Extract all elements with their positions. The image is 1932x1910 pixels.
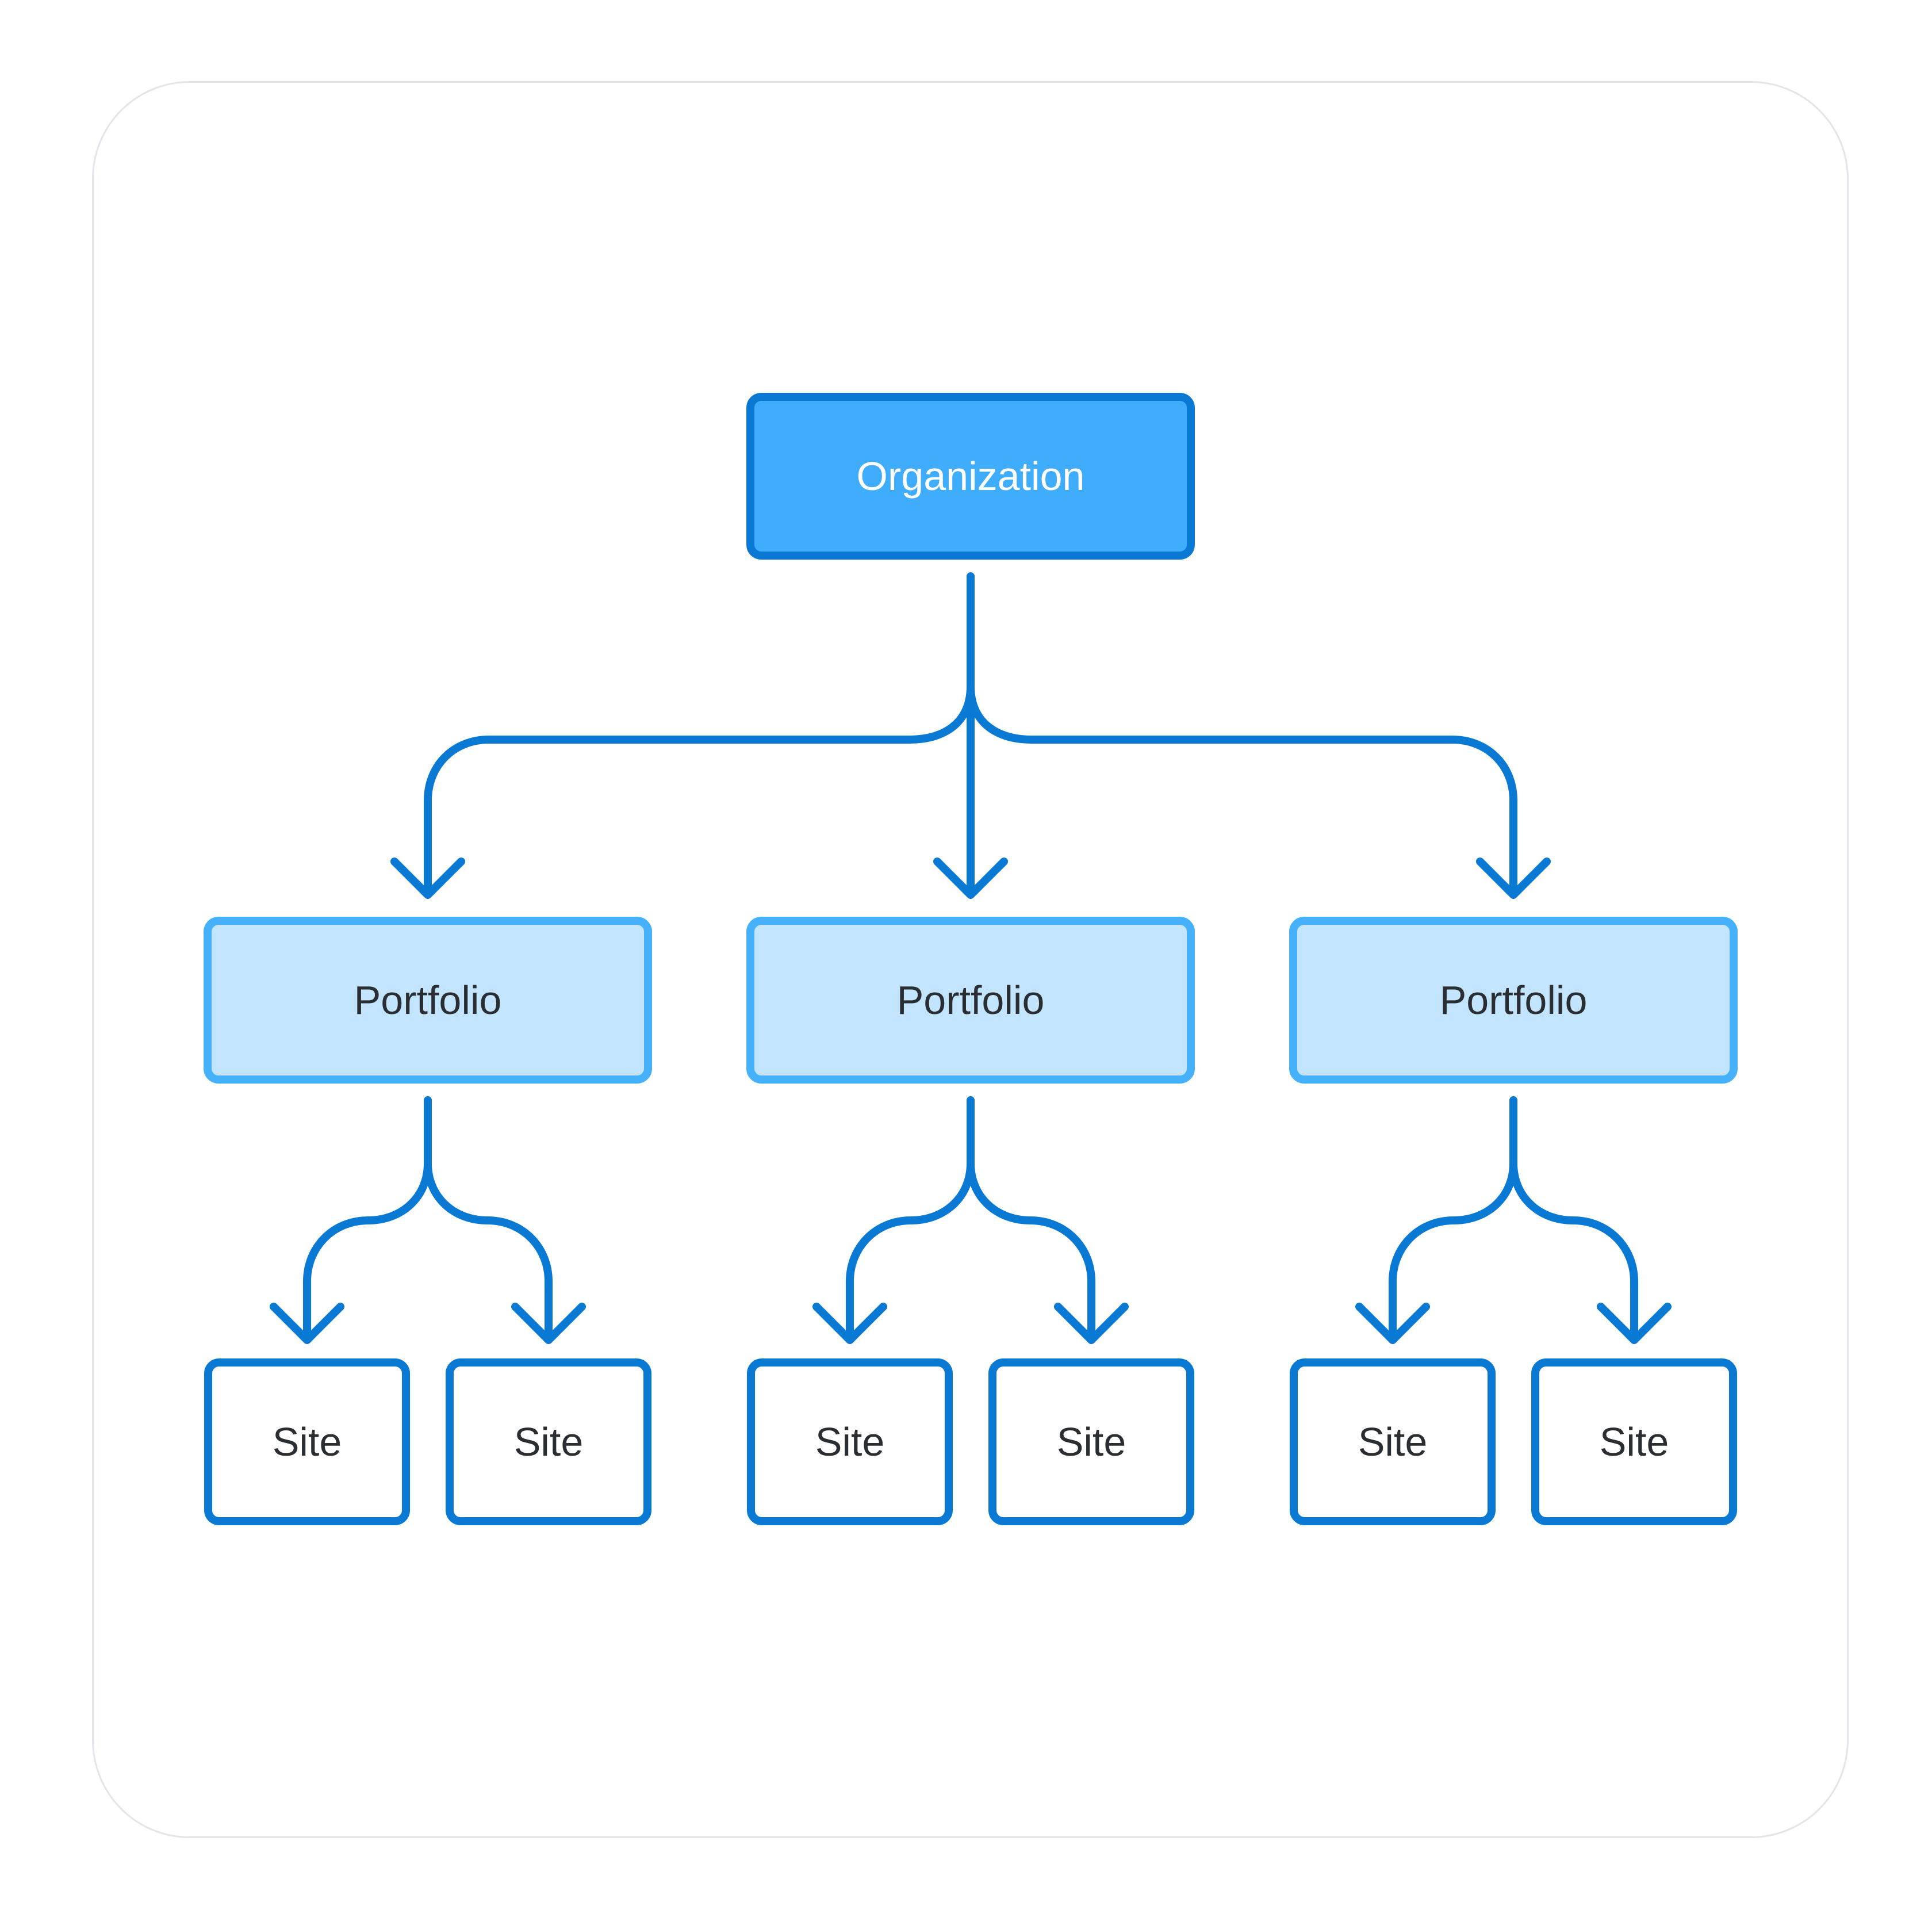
arrowhead-site-6 [1597,1303,1672,1344]
portfolio-label: Portfolio [896,978,1045,1023]
connector-p2-right [967,1159,1095,1342]
organization-node: Organization [746,393,1195,560]
arrowhead-site-1 [270,1303,344,1344]
portfolio-node-3: Portfolio [1289,917,1738,1084]
arrowhead-portfolio-2 [933,858,1008,899]
arrowhead-portfolio-1 [390,858,465,899]
site-node-5: Site [1290,1358,1496,1525]
arrowhead-site-5 [1355,1303,1430,1344]
site-label: Site [1358,1419,1428,1464]
portfolio-node-1: Portfolio [204,917,652,1084]
portfolio-3-connectors [1355,1096,1672,1344]
portfolio-2-connectors [812,1096,1129,1344]
connector-root-right [967,682,1517,897]
connector-p3-left [1389,1159,1517,1342]
arrowhead-site-2 [511,1303,586,1344]
site-label: Site [1056,1419,1126,1464]
arrowhead-site-4 [1054,1303,1129,1344]
site-label: Site [815,1419,885,1464]
site-label: Site [272,1419,342,1464]
portfolio-label: Portfolio [354,978,502,1023]
site-label: Site [1599,1419,1669,1464]
site-node-2: Site [446,1358,651,1525]
connector-p3-right [1509,1159,1638,1342]
connector-p1-right [424,1159,553,1342]
portfolio-1-connectors [270,1096,586,1344]
connector-p1-left [303,1159,432,1342]
site-node-1: Site [204,1358,410,1525]
site-node-4: Site [988,1358,1194,1525]
arrowhead-site-3 [812,1303,887,1344]
connector-p2-left [846,1159,975,1342]
portfolio-label: Portfolio [1439,978,1588,1023]
site-node-6: Site [1531,1358,1737,1525]
portfolio-node-2: Portfolio [746,917,1195,1084]
connector-root-left [424,682,975,897]
arrowhead-portfolio-3 [1476,858,1551,899]
organization-label: Organization [856,454,1085,499]
site-label: Site [513,1419,584,1464]
site-node-3: Site [747,1358,953,1525]
root-connectors [390,572,1551,899]
